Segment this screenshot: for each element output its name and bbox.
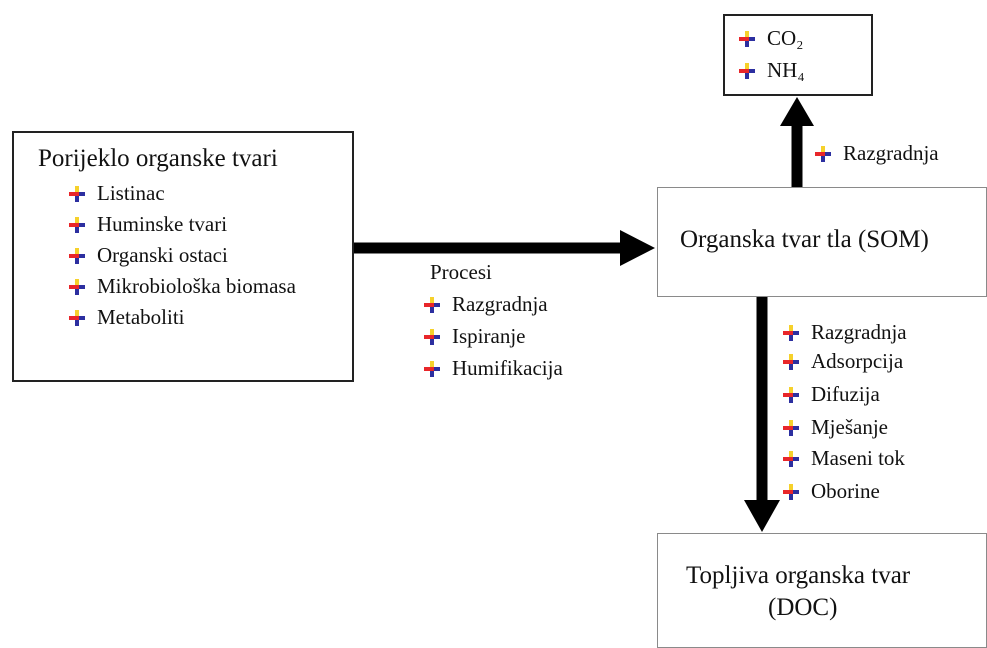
four-color-cross-icon bbox=[783, 419, 799, 436]
four-color-cross-icon bbox=[69, 216, 85, 233]
four-color-cross-icon bbox=[424, 360, 440, 377]
four-color-cross-icon bbox=[424, 328, 440, 345]
down-process-label: Mješanje bbox=[811, 415, 888, 439]
gas-item-label: CO₂ bbox=[767, 26, 804, 50]
origin-item-label: Metaboliti bbox=[97, 305, 185, 329]
origin-item-label: Organski ostaci bbox=[97, 243, 228, 267]
origin-box: Porijeklo organske tvari Listinac Humins… bbox=[12, 131, 354, 382]
up-arrow-label: Razgradnja bbox=[815, 141, 939, 166]
origin-item: Mikrobiološka biomasa bbox=[69, 274, 296, 299]
process-item-label: Ispiranje bbox=[452, 324, 526, 348]
down-process-label: Difuzija bbox=[811, 382, 880, 406]
doc-title-line1: Topljiva organska tvar bbox=[686, 562, 911, 589]
origin-item-label: Mikrobiološka biomasa bbox=[97, 274, 296, 298]
process-item: Humifikacija bbox=[424, 356, 563, 381]
process-item-label: Razgradnja bbox=[452, 292, 548, 316]
origin-item: Organski ostaci bbox=[69, 243, 228, 268]
down-process-item: Mješanje bbox=[783, 415, 888, 440]
gases-box: CO₂ NH₄ bbox=[723, 14, 873, 96]
four-color-cross-icon bbox=[69, 278, 85, 295]
arrow-head-down bbox=[744, 500, 780, 532]
origin-item: Huminske tvari bbox=[69, 212, 227, 237]
down-process-item: Oborine bbox=[783, 479, 880, 504]
four-color-cross-icon bbox=[783, 483, 799, 500]
origin-item-label: Huminske tvari bbox=[97, 212, 228, 236]
four-color-cross-icon bbox=[783, 386, 799, 403]
down-process-label: Adsorpcija bbox=[811, 349, 904, 373]
process-item: Ispiranje bbox=[424, 324, 525, 349]
four-color-cross-icon bbox=[69, 185, 85, 202]
four-color-cross-icon bbox=[815, 145, 831, 162]
down-process-label: Oborine bbox=[811, 479, 880, 503]
som-box: Organska tvar tla (SOM) bbox=[657, 187, 987, 297]
origin-item: Listinac bbox=[69, 181, 165, 206]
origin-title: Porijeklo organske tvari bbox=[38, 145, 278, 172]
gas-item: NH₄ bbox=[739, 58, 805, 83]
process-item-label: Humifikacija bbox=[452, 356, 563, 380]
four-color-cross-icon bbox=[739, 62, 755, 79]
four-color-cross-icon bbox=[783, 353, 799, 370]
doc-box: Topljiva organska tvar (DOC) bbox=[657, 533, 987, 648]
four-color-cross-icon bbox=[783, 450, 799, 467]
four-color-cross-icon bbox=[424, 296, 440, 313]
up-arrow-label-text: Razgradnja bbox=[843, 141, 939, 165]
four-color-cross-icon bbox=[69, 309, 85, 326]
down-process-item: Difuzija bbox=[783, 382, 880, 407]
down-process-item: Maseni tok bbox=[783, 446, 905, 471]
arrow-head-right bbox=[620, 230, 655, 266]
som-title: Organska tvar tla (SOM) bbox=[680, 226, 929, 253]
gas-item: CO₂ bbox=[739, 26, 804, 51]
processes-title: Procesi bbox=[430, 260, 492, 284]
four-color-cross-icon bbox=[783, 324, 799, 341]
down-process-label: Maseni tok bbox=[811, 446, 905, 470]
four-color-cross-icon bbox=[69, 247, 85, 264]
doc-title-line2: (DOC) bbox=[768, 594, 838, 621]
process-item: Razgradnja bbox=[424, 292, 548, 317]
origin-item-label: Listinac bbox=[97, 181, 165, 205]
gas-item-label: NH₄ bbox=[767, 58, 805, 82]
down-process-item: Adsorpcija bbox=[783, 349, 903, 374]
down-process-item: Razgradnja bbox=[783, 320, 907, 345]
down-process-label: Razgradnja bbox=[811, 320, 907, 344]
origin-item: Metaboliti bbox=[69, 305, 185, 330]
arrow-head-up bbox=[780, 97, 814, 126]
four-color-cross-icon bbox=[739, 30, 755, 47]
